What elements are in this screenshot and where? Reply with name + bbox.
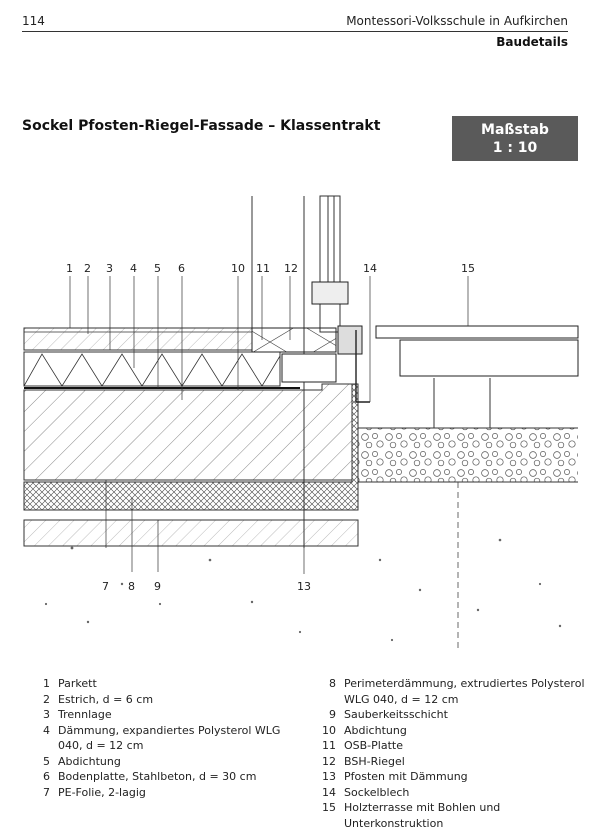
- gravel-bed: [358, 428, 578, 482]
- legend-text: Sockelblech: [344, 785, 410, 799]
- legend-number: 4: [43, 723, 50, 737]
- perimeter-insulation: [23, 383, 359, 511]
- callout-7: 7: [102, 580, 109, 593]
- osb-board: [281, 353, 337, 383]
- legend-number: 6: [43, 770, 50, 783]
- section-label: Baudetails: [496, 35, 568, 49]
- glulam-transom: [251, 327, 337, 353]
- scale-label: Maßstab: [481, 121, 549, 138]
- page-number: 114: [22, 14, 45, 28]
- legend-text: BSH-Riegel: [344, 754, 405, 768]
- legend-text: Parkett: [58, 677, 97, 690]
- screed-layer: [23, 327, 253, 351]
- running-title: Montessori-Volksschule in Aufkirchen: [346, 14, 568, 28]
- callout-2: 2: [84, 262, 91, 275]
- legend-item: 4 Dämmung, expandiertes Polysterol WLG 04…: [34, 723, 294, 754]
- legend-number: 5: [43, 754, 50, 768]
- legend-item: 7 PE-Folie, 2-lagig: [34, 785, 294, 801]
- legend-number: 3: [43, 708, 50, 721]
- callout-3: 3: [106, 262, 113, 275]
- legend-text: Sauberkeitsschicht: [344, 708, 448, 721]
- plinth-sheet: [355, 330, 370, 403]
- callout-6: 6: [178, 262, 185, 275]
- legend-number: 13: [322, 770, 336, 783]
- legend-item: 8 Perimeterdämmung, extrudiertes Polyster…: [318, 676, 588, 707]
- legend-text: Estrich, d = 6 cm: [58, 692, 154, 706]
- legend-item: 6 Bodenplatte, Stahlbeton, d = 30 cm: [34, 769, 294, 785]
- legend-item: 2 Estrich, d = 6 cm: [34, 692, 294, 708]
- legend-number: 15: [322, 801, 336, 814]
- legend-item: 11 OSB-Platte: [318, 738, 588, 754]
- callout-1: 1: [66, 262, 73, 275]
- legend-item: 9 Sauberkeitsschicht: [318, 707, 588, 723]
- glazing-profile: [319, 195, 341, 333]
- callout-5: 5: [154, 262, 161, 275]
- legend-text: Abdichtung: [58, 754, 121, 768]
- terrace-substructure: [399, 339, 579, 377]
- legend-text: Bodenplatte, Stahlbeton, d = 30 cm: [58, 770, 257, 783]
- callout-4: 4: [130, 262, 137, 275]
- legend-number: 12: [322, 754, 336, 768]
- legend-item: 15 Holzterrasse mit Bohlen und Unterkonst…: [318, 800, 588, 831]
- construction-detail-drawing: 1 2 3 4 5 6 10 11 12 14 15 7 8 9 13: [23, 195, 579, 650]
- legend-text: OSB-Platte: [344, 739, 403, 752]
- callout-8: 8: [128, 580, 135, 593]
- legend-text: Holzterrasse mit Bohlen und Unterkonstru…: [344, 801, 501, 830]
- scale-value: 1 : 10: [492, 139, 538, 156]
- frame-profile: [311, 281, 349, 305]
- legend-number: 1: [43, 677, 50, 690]
- frame-profile-lower: [337, 325, 363, 355]
- callout-9: 9: [154, 580, 161, 593]
- callout-10: 10: [231, 262, 245, 275]
- legend-text: Trennlage: [58, 708, 112, 721]
- legend-text: Pfosten mit Dämmung: [344, 770, 468, 783]
- callout-leaders: [69, 276, 469, 574]
- blinding-layer: [23, 519, 359, 547]
- drawing-title: Sockel Pfosten-Riegel-Fassade – Klassent…: [22, 118, 381, 134]
- callout-12: 12: [284, 262, 298, 275]
- scale-box: Maßstab 1 : 10: [452, 116, 578, 161]
- concrete-slab: [23, 383, 353, 481]
- legend-number: 11: [322, 739, 336, 752]
- legend-item: 5 Abdichtung: [34, 754, 294, 770]
- insulation-zigzag: [23, 353, 281, 387]
- legend-item: 3 Trennlage: [34, 707, 294, 723]
- legend-item: 14 Sockelblech: [318, 785, 588, 801]
- callout-13: 13: [297, 580, 311, 593]
- legend-number: 14: [322, 785, 336, 799]
- callout-14: 14: [363, 262, 377, 275]
- legend-right: 8 Perimeterdämmung, extrudiertes Polyster…: [318, 676, 588, 831]
- legend-number: 9: [329, 708, 336, 721]
- legend-text: Perimeterdämmung, extrudiertes Polystero…: [344, 677, 585, 706]
- callout-11: 11: [256, 262, 270, 275]
- terrace-board: [375, 325, 579, 339]
- legend-item: 13 Pfosten mit Dämmung: [318, 769, 588, 785]
- legend-item: 12 BSH-Riegel: [318, 754, 588, 770]
- legend-number: 8: [329, 677, 336, 690]
- legend-item: 10 Abdichtung: [318, 723, 588, 739]
- legend-text: Dämmung, expandiertes Polysterol WLG 040…: [58, 723, 281, 753]
- header-rule: [22, 31, 568, 32]
- legend-left: 1 Parkett 2 Estrich, d = 6 cm 3 Trennlage 4…: [34, 676, 294, 800]
- insulation-layer: [23, 351, 281, 387]
- callout-15: 15: [461, 262, 475, 275]
- legend-text: Abdichtung: [344, 723, 407, 737]
- legend-number: 2: [43, 692, 50, 706]
- soil-texture: [44, 538, 562, 642]
- legend-number: 10: [322, 723, 336, 737]
- legend-number: 7: [43, 785, 50, 799]
- legend-text: PE-Folie, 2-lagig: [58, 785, 146, 799]
- legend-item: 1 Parkett: [34, 676, 294, 692]
